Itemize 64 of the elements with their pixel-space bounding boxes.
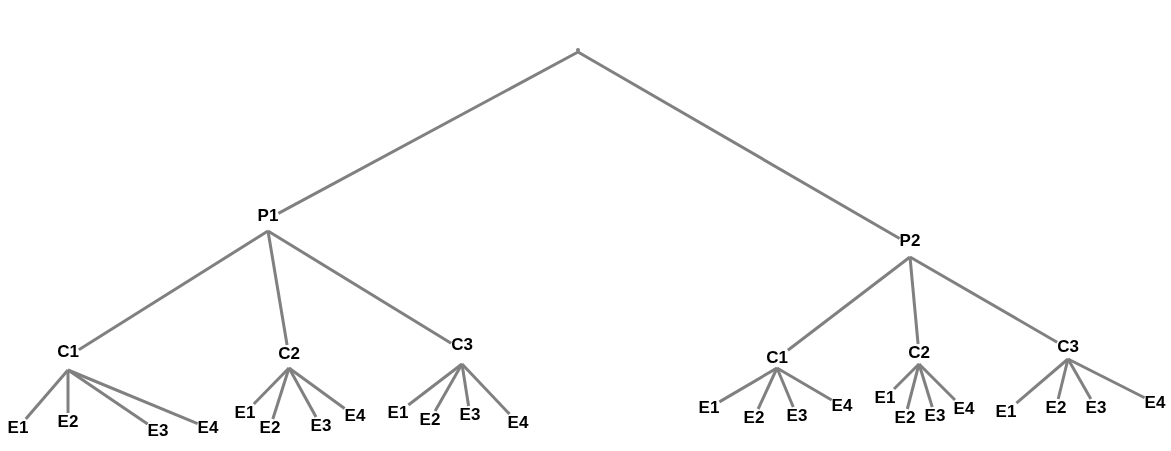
tree-branch-line <box>775 367 795 408</box>
tree-node-label: E4 <box>1144 394 1166 412</box>
tree-node-label: P2 <box>899 232 921 257</box>
tree-node-label: E2 <box>1045 399 1067 417</box>
tree-branch-line <box>252 366 291 406</box>
tree-branch-line <box>24 369 70 420</box>
tree-branch-line <box>756 367 779 410</box>
tree-node-label: E1 <box>387 404 409 422</box>
tree-branch-line <box>917 363 934 408</box>
tree-branch-line <box>66 370 70 413</box>
tree-branch-line <box>718 366 778 404</box>
tree-branch-line <box>78 229 269 351</box>
tree-node-label: E2 <box>57 413 79 431</box>
tree-node-label: E2 <box>259 419 281 437</box>
tree-node-label: E2 <box>419 411 441 429</box>
tree-node-label: E3 <box>310 417 332 435</box>
tree-branch-line <box>1067 357 1146 400</box>
tree-branch-line <box>266 230 289 346</box>
tree-node-label: E2 <box>894 409 916 427</box>
tree-branch-line <box>917 362 957 402</box>
tree-branch-line <box>267 229 452 345</box>
tree-node-label: E1 <box>698 399 720 417</box>
tree-node-label: P1 <box>257 207 279 231</box>
tree-branch-line <box>407 362 463 407</box>
tree-node-label: E1 <box>995 403 1017 421</box>
tree-branch-line <box>271 367 291 420</box>
tree-node-label: C1 <box>57 343 79 370</box>
tree-node-label: E3 <box>147 422 169 440</box>
tree-branch-line <box>1015 357 1069 405</box>
tree-node-label: C2 <box>278 345 300 368</box>
tree-branch-line <box>1056 358 1070 400</box>
tree-node-label: E3 <box>1085 399 1107 417</box>
tree-node-label: E4 <box>344 407 366 425</box>
tree-node-label: C2 <box>908 344 930 364</box>
tree-node-label: C1 <box>766 349 788 368</box>
tree-node-label: E1 <box>234 404 256 422</box>
tree-branch-line <box>460 363 471 407</box>
tree-node-label: E4 <box>831 397 853 415</box>
tree-branch-line <box>577 50 901 240</box>
tree-node-label: C3 <box>451 336 473 364</box>
tree-branch-line <box>67 368 199 426</box>
tree-branch-line <box>905 363 921 410</box>
tree-branch-line <box>908 256 920 345</box>
tree-branch-line <box>277 50 579 215</box>
tree-node-label: E4 <box>507 414 529 432</box>
tree-branch-line <box>460 362 511 416</box>
tree-node-label: E3 <box>459 406 481 424</box>
tree-branch-line <box>1066 358 1093 400</box>
tree-node-label: E2 <box>743 409 765 427</box>
tree-branch-line <box>909 255 1058 344</box>
tree-branch-line <box>433 363 464 412</box>
tree-node-label: E4 <box>197 419 219 437</box>
tree-branch-line <box>287 367 318 418</box>
tree-branch-line <box>786 255 911 352</box>
tree-branch-line <box>288 366 346 410</box>
tree-node-label: E3 <box>924 407 946 425</box>
tree-node-label: E3 <box>786 407 808 425</box>
apex-point <box>576 48 580 52</box>
tree-node-label: C3 <box>1057 338 1079 359</box>
tree-node-label: E1 <box>874 389 896 407</box>
tree-branch-line <box>776 366 833 402</box>
tree-node-label: E1 <box>7 419 29 437</box>
tree-branch-line <box>892 362 921 391</box>
tree-node-label: E4 <box>953 400 975 418</box>
